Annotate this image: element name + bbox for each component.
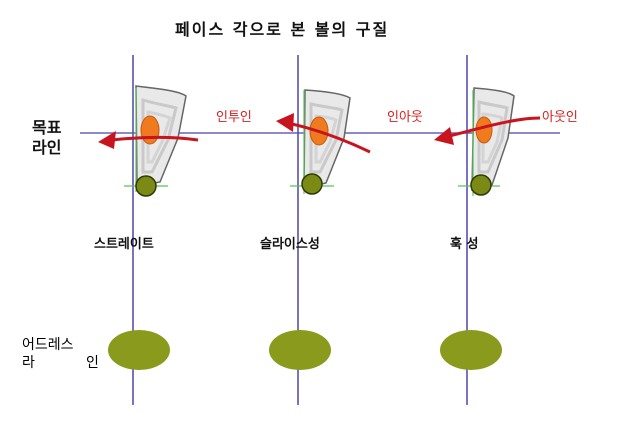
club-head-icon (290, 89, 351, 195)
arrow-icon (434, 116, 541, 145)
arrow-label-3: 아웃인 (542, 110, 578, 125)
target-line-label-2: 라인 (32, 138, 62, 157)
ball-icon (135, 175, 157, 197)
address-line-label-1: 어드레스 (22, 337, 74, 353)
arrow-icon (276, 113, 371, 154)
club-head-icon (458, 87, 515, 196)
sweet-spot (140, 115, 160, 145)
page-title: 페이스 각으로 본 볼의 구질 (175, 20, 390, 39)
address-ellipse-2 (269, 330, 331, 370)
address-line-label-2: 라 (22, 355, 35, 371)
path-label-2: 인아웃 (387, 110, 423, 125)
address-ellipse-1 (108, 330, 170, 370)
ball-icon (301, 173, 323, 195)
shot-label-hook: 훅 성 (450, 237, 479, 252)
shot-label-straight: 스트레이트 (94, 237, 154, 252)
ball-icon (470, 174, 492, 196)
shot-label-slice: 슬라이스성 (260, 237, 320, 252)
target-line-label-1: 목표 (32, 118, 62, 137)
arrow-icon (98, 131, 199, 149)
address-ellipse-3 (440, 330, 502, 370)
address-line-label-3: 인 (86, 355, 99, 371)
path-label-1: 인투인 (216, 110, 252, 125)
